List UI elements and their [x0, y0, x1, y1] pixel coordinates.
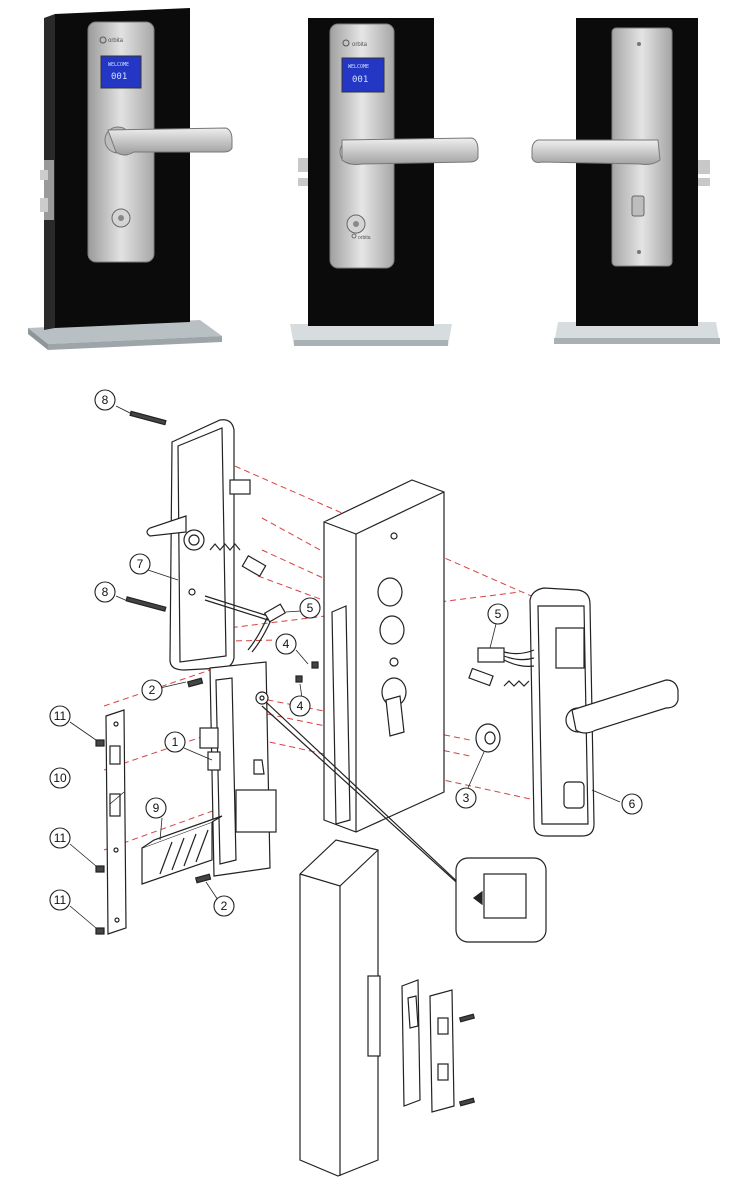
- callout-marker-6: [621, 793, 643, 815]
- brand-logo-text: orbita: [352, 42, 368, 48]
- mortise-faceplate: [105, 709, 127, 935]
- lever-handle: [107, 127, 233, 156]
- screws: [95, 410, 476, 1107]
- callout-number-5-left: 5: [307, 601, 314, 615]
- key-cylinder-part: [475, 723, 501, 753]
- strike-box: [141, 815, 223, 885]
- outer-escutcheon-plate: [529, 587, 679, 837]
- callout-marker-4-upper: [275, 633, 297, 655]
- callout-marker-2-lower: [213, 895, 235, 917]
- product-photo-back: [500, 0, 750, 358]
- callout-number-2-lower: 2: [221, 899, 228, 913]
- lcd-display: [100, 55, 142, 89]
- callout-marker-11-bottom: [49, 889, 71, 911]
- cable-connector-outer: [468, 647, 535, 687]
- lcd-display-line2: 001: [352, 75, 368, 85]
- callout-marker-9: [145, 797, 167, 819]
- lever-handle: [341, 137, 479, 165]
- callout-number-11-top: 11: [54, 709, 67, 723]
- lcd-display-line1: WELCOME: [108, 62, 129, 68]
- callout-marker-3: [455, 787, 477, 809]
- callout-number-4-lower: 4: [297, 699, 304, 713]
- lcd-display: [341, 57, 385, 93]
- callout-number-5-right: 5: [495, 607, 502, 621]
- callout-number-8-mid: 8: [102, 585, 109, 599]
- callout-number-11-bottom: 11: [54, 893, 67, 907]
- callout-number-4-upper: 4: [283, 637, 290, 651]
- callout-marker-2-upper: [141, 679, 163, 701]
- callout-number-1: 1: [172, 735, 179, 749]
- callout-numbers: 8 7 8 5 4 2 4 11 1 10 9 11 11 2 5 3 6: [53, 393, 635, 913]
- callout-number-9: 9: [153, 801, 160, 815]
- cable-connector-inner: [247, 603, 287, 653]
- callout-marker-4-lower: [289, 695, 311, 717]
- callout-number-10: 10: [53, 771, 67, 785]
- callout-leader-lines: [69, 405, 621, 929]
- thumb-turn: [631, 195, 645, 217]
- callout-number-7: 7: [137, 557, 144, 571]
- callout-number-11-mid: 11: [54, 831, 67, 845]
- callout-marker-8-mid: [94, 581, 116, 603]
- callout-number-6: 6: [629, 797, 636, 811]
- lever-handle: [531, 139, 661, 165]
- callout-marker-5-left: [299, 597, 321, 619]
- callout-marker-10: [49, 767, 71, 789]
- lcd-display-line1: WELCOME: [348, 64, 369, 70]
- brand-logo-text-lower: orbita: [358, 235, 371, 241]
- callout-markers: [49, 389, 643, 917]
- door-frame: [299, 839, 381, 1177]
- detail-zoom-callout: [261, 701, 547, 943]
- callout-marker-8-top: [94, 389, 116, 411]
- callout-marker-5-right: [487, 603, 509, 625]
- strike-plate: [401, 979, 455, 1113]
- lcd-display-line2: 001: [111, 72, 127, 82]
- brand-logo-text: orbita: [108, 38, 124, 44]
- callout-marker-11-top: [49, 705, 71, 727]
- callout-number-8-top: 8: [102, 393, 109, 407]
- callout-marker-1: [164, 731, 186, 753]
- product-photo-front-angled: orbita WELCOME 001: [0, 0, 250, 358]
- inner-escutcheon-plate: [146, 419, 251, 671]
- callout-number-2-upper: 2: [149, 683, 156, 697]
- spindle-and-springs: [204, 543, 269, 621]
- callout-marker-7: [129, 553, 151, 575]
- callout-marker-11-mid: [49, 827, 71, 849]
- product-photo-front: orbita WELCOME 001 orbita: [250, 0, 500, 358]
- exploded-assembly-diagram: 8 7 8 5 4 2 4 11 1 10 9 11 11 2 5 3 6: [0, 380, 750, 1183]
- callout-number-3: 3: [463, 791, 470, 805]
- door-block: [323, 479, 445, 833]
- mortise-lock-body: [199, 661, 277, 877]
